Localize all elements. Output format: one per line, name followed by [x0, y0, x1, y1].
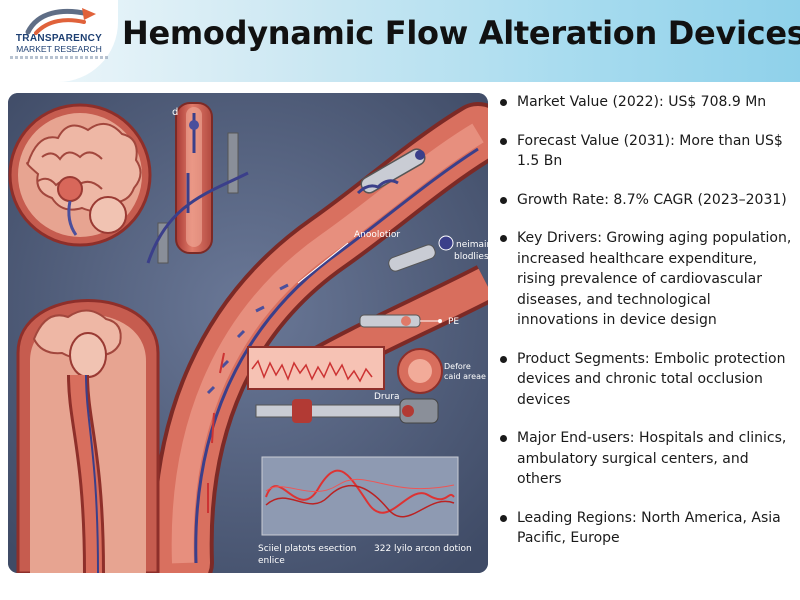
logo-swoosh-icon	[25, 8, 96, 35]
caption-right: 322 lyilo arcon dotion	[374, 544, 472, 554]
bullet-dot-icon	[500, 99, 507, 106]
key-facts-list: Market Value (2022): US$ 708.9 Mn Foreca…	[497, 92, 793, 567]
label-defore: Defore	[444, 362, 471, 371]
vessel-crosssection	[397, 348, 443, 394]
bullet-leading-regions: Leading Regions: North America, Asia Pac…	[497, 508, 793, 549]
label-caid-areae: caid areae	[444, 372, 486, 381]
label-neimair: neimair	[456, 240, 488, 250]
label-pe: PE	[448, 317, 459, 327]
logo-tagline-stripe	[10, 56, 108, 59]
bullet-dot-icon	[500, 137, 507, 145]
logo-text-line2: MARKET RESEARCH	[16, 44, 102, 54]
bullet-key-drivers: Key Drivers: Growing aging population, i…	[497, 228, 793, 331]
bullet-text: Market Value (2022): US$ 708.9 Mn	[517, 94, 767, 110]
bullet-text: Key Drivers: Growing aging population, i…	[517, 230, 792, 328]
bullet-text: Forecast Value (2031): More than US$ 1.5…	[517, 132, 783, 170]
label-d: d	[172, 107, 178, 118]
waveform-panel-bottom	[261, 456, 459, 536]
bullet-text: Major End-users: Hospitals and clinics, …	[517, 430, 787, 487]
bullet-end-users: Major End-users: Hospitals and clinics, …	[497, 428, 793, 490]
bullet-text: Product Segments: Embolic protection dev…	[517, 350, 786, 408]
catheter-device-top	[356, 148, 426, 195]
label-blodlies: blodlies	[454, 252, 488, 262]
logo-text-line1: TRANSPARENCY	[15, 33, 103, 44]
waveform-panel-top	[247, 346, 385, 390]
page-title: Hemodynamic Flow Alteration Devices	[122, 14, 800, 52]
main-artery	[151, 102, 488, 573]
label-drura: Drura	[374, 392, 400, 402]
medical-illustration: d Anoolotior neimair blodlies	[8, 93, 488, 573]
bullet-forecast-value: Forecast Value (2031): More than US$ 1.5…	[497, 131, 793, 172]
caption-left-1: Sciiel platots esection	[258, 544, 356, 554]
drura-device	[255, 398, 439, 424]
header-banner: TRANSPARENCY MARKET RESEARCH Hemodynamic…	[0, 0, 800, 82]
bullet-dot-icon	[500, 235, 507, 242]
bullet-dot-icon	[500, 514, 507, 522]
label-anoolotior: Anoolotior	[354, 230, 400, 240]
bullet-dot-icon	[500, 355, 507, 363]
company-logo[interactable]: TRANSPARENCY MARKET RESEARCH	[0, 0, 118, 82]
bullet-product-segments: Product Segments: Embolic protection dev…	[497, 349, 793, 411]
caption-left-2: enlice	[258, 556, 285, 566]
vessel-segment-top	[146, 102, 249, 264]
bullet-dot-icon	[500, 435, 507, 442]
head-crosssection	[16, 299, 160, 573]
bullet-market-value: Market Value (2022): US$ 708.9 Mn	[497, 92, 793, 113]
bullet-text: Growth Rate: 8.7% CAGR (2023–2031)	[517, 191, 787, 208]
pe-device	[359, 314, 442, 328]
bullet-text: Leading Regions: North America, Asia Pac…	[517, 509, 781, 547]
brain-crosssection-circle	[8, 103, 152, 247]
bullet-growth-rate: Growth Rate: 8.7% CAGR (2023–2031)	[497, 190, 793, 211]
bullet-dot-icon	[500, 196, 507, 204]
